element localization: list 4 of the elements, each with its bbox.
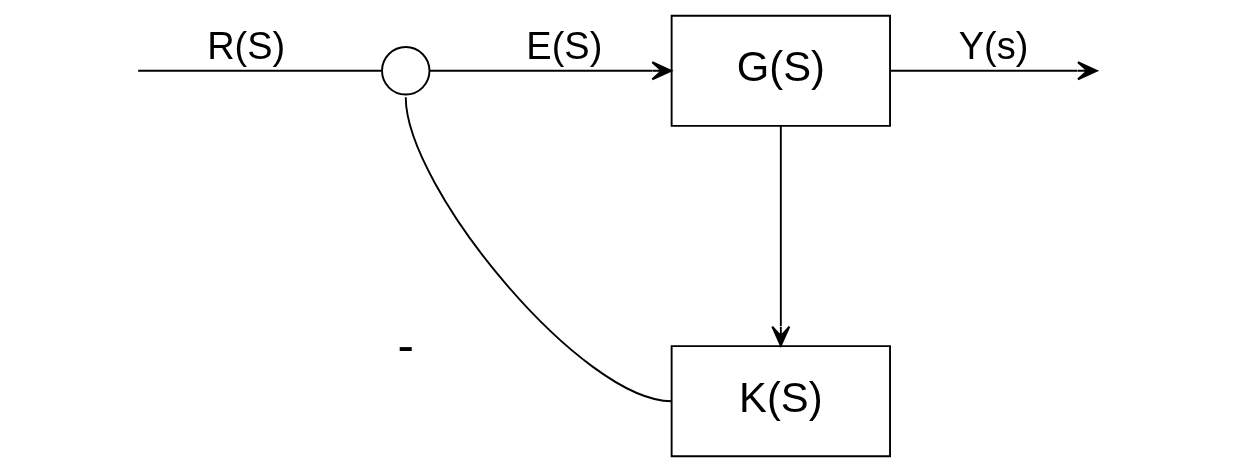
edge-label: E(S)	[526, 25, 603, 68]
label: -	[397, 316, 414, 372]
edge-label: R(S)	[207, 25, 286, 68]
edge-label: Y(s)	[958, 25, 1029, 68]
